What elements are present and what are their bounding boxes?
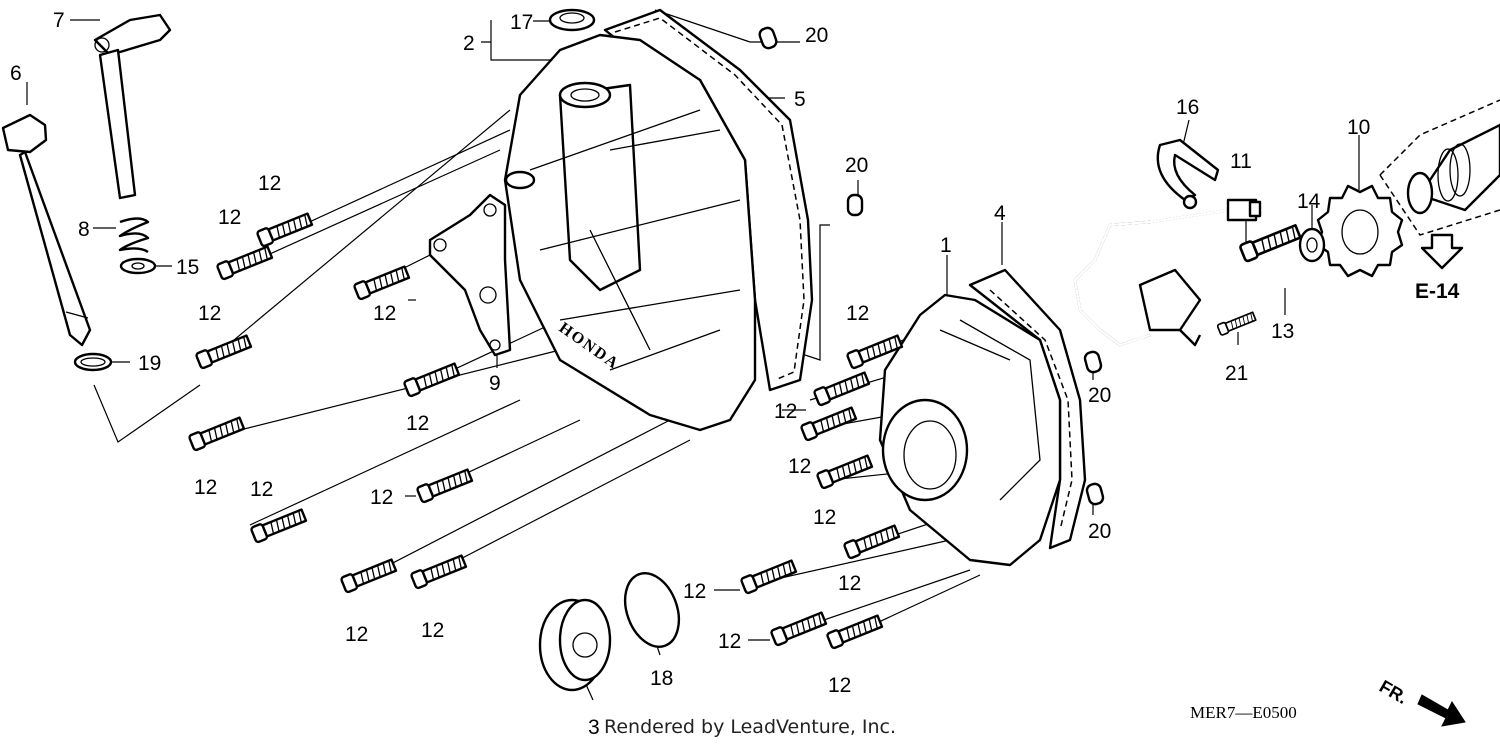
callout-7: 7 [53, 9, 65, 32]
callout-12: 12 [718, 630, 741, 653]
callout-12: 12 [683, 580, 706, 603]
callout-2: 2 [463, 32, 475, 55]
callout-12: 12 [813, 506, 836, 529]
callout-12: 12 [258, 172, 281, 195]
reference-label: E-14 [1415, 280, 1460, 303]
dowel-pin-20 [1082, 349, 1104, 375]
callout-5: 5 [794, 88, 806, 111]
callout-13: 13 [1271, 320, 1294, 343]
callout-21: 21 [1225, 362, 1248, 385]
callout-17: 17 [510, 11, 533, 34]
callout-20: 20 [845, 154, 868, 177]
callout-14: 14 [1297, 190, 1321, 213]
callout-12: 12 [838, 572, 861, 595]
cover-cap-3 [538, 598, 612, 692]
callout-12: 12 [218, 206, 241, 229]
callout-8: 8 [78, 218, 90, 241]
callout-15: 15 [176, 256, 199, 279]
front-label: FR. [1376, 676, 1411, 708]
callout-12: 12 [250, 478, 273, 501]
black-arrow-icon [1417, 694, 1466, 727]
credit-text: Rendered by LeadVenture, Inc. [604, 716, 897, 738]
washer-15 [119, 257, 157, 275]
callout-12: 12 [406, 412, 429, 435]
outline-down-arrow-icon [1420, 233, 1464, 270]
clutch-cover: HONDA [503, 33, 757, 432]
callout-12: 12 [421, 619, 444, 642]
callout-12: 12 [788, 455, 811, 478]
dowel-pin-20 [756, 25, 780, 51]
callout-12: 12 [345, 623, 368, 646]
oring-19 [73, 352, 113, 372]
dowel-pin-20 [1084, 481, 1106, 507]
callout-12: 12 [846, 302, 869, 325]
callout-1: 1 [940, 234, 952, 257]
callout-3: 3 [588, 716, 600, 739]
callout-18: 18 [650, 667, 673, 690]
washer-14 [1298, 227, 1326, 263]
callout-10: 10 [1347, 116, 1370, 139]
callout-16: 16 [1176, 96, 1199, 119]
callout-20: 20 [1088, 520, 1111, 543]
sprocket-10 [1316, 184, 1404, 278]
callout-12: 12 [370, 486, 393, 509]
output-shaft [1379, 99, 1500, 236]
callout-12: 12 [373, 302, 396, 325]
callout-12: 12 [828, 674, 851, 697]
callout-9: 9 [489, 372, 501, 395]
oring-18 [623, 572, 681, 648]
callout-12: 12 [194, 476, 217, 499]
oil-dipstick [1, 113, 92, 347]
callout-4: 4 [994, 202, 1006, 225]
callout-19: 19 [138, 352, 161, 375]
clamp-16 [1156, 138, 1220, 202]
shift-shaft [93, 13, 172, 200]
sensor-harness [1073, 198, 1262, 347]
diagram-code: MER7—E0500 [1190, 703, 1297, 722]
callout-labels: 7 6 8 15 19 17 2 20 5 20 4 1 16 11 10 14… [10, 9, 1370, 739]
callout-6: 6 [10, 62, 22, 85]
front-indicator: FR. [1376, 676, 1466, 727]
bracket-9 [428, 193, 512, 357]
callout-12: 12 [198, 302, 221, 325]
spring-8 [118, 217, 150, 254]
callout-20: 20 [1088, 384, 1111, 407]
callout-20: 20 [805, 24, 828, 47]
callout-11: 11 [1230, 150, 1252, 173]
generator-cover [878, 293, 1062, 567]
oil-seal-17 [548, 8, 596, 32]
dowel-pin-20 [846, 193, 864, 217]
callout-12: 12 [774, 400, 797, 423]
